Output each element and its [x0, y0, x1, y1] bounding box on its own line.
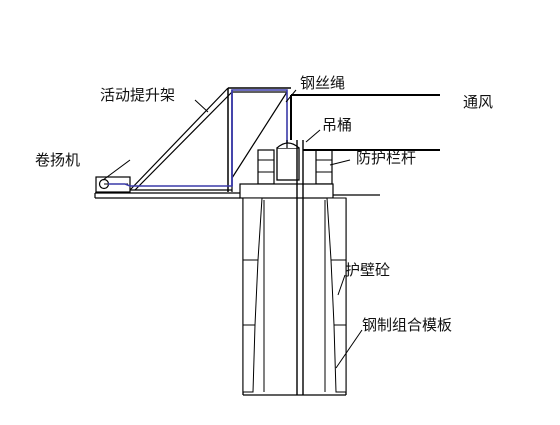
label-steel-formwork: 钢制组合模板	[362, 316, 452, 334]
ground-platform	[94, 192, 380, 199]
steel-formwork	[263, 200, 326, 392]
bucket	[276, 142, 300, 181]
label-guardrail: 防护栏杆	[356, 149, 416, 167]
label-retaining-wall: 护壁砼	[345, 261, 390, 279]
guardrail	[239, 149, 334, 199]
hoist-ropes	[286, 140, 304, 395]
label-winch: 卷扬机	[35, 151, 80, 169]
wire-rope	[108, 89, 288, 187]
retaining-wall-rings	[242, 197, 347, 393]
leader-lines	[102, 89, 363, 369]
label-bucket: 吊桶	[322, 116, 352, 134]
label-hoist-frame: 活动提升架	[100, 86, 175, 104]
label-ventilation: 通风	[463, 93, 493, 111]
hoist-frame	[129, 87, 291, 192]
label-wire-rope: 钢丝绳	[300, 74, 345, 92]
ventilation-pipes	[290, 94, 440, 151]
